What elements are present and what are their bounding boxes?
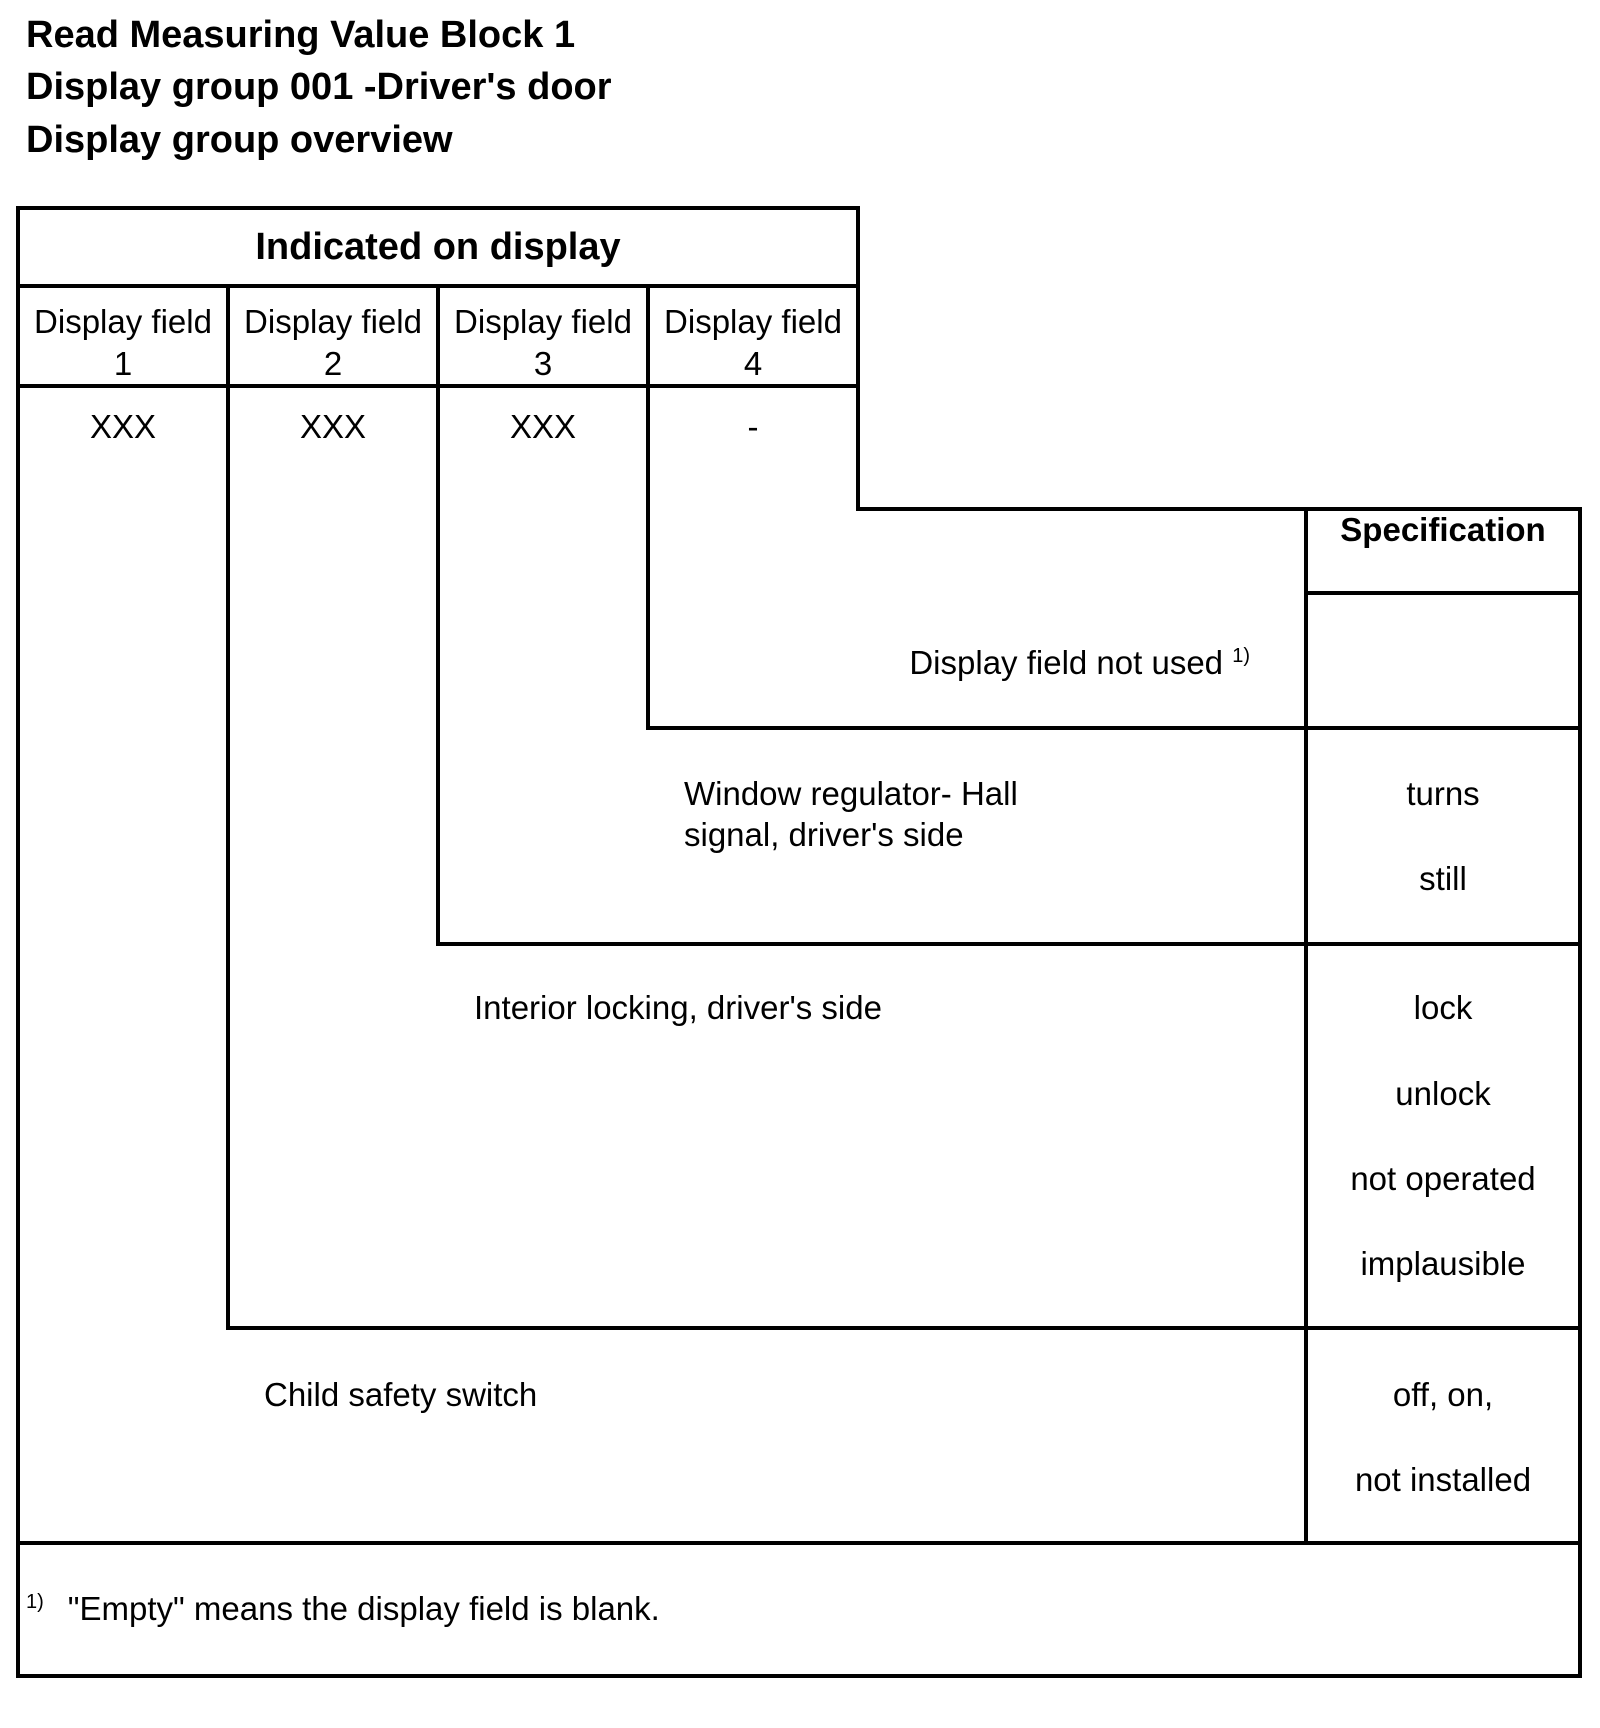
document-title-line-1: Read Measuring Value Block 1 [26,14,576,56]
display-field-2-label: Display field [244,303,422,340]
table-divider [226,1326,1582,1330]
display-field-1-number: 1 [113,345,133,382]
display-field-3-value: XXX [509,408,577,445]
spec-not-installed: not installed [1354,1461,1532,1498]
footnote: 1) "Empty" means the display field is bla… [26,1592,660,1625]
table-divider [646,284,650,730]
table-divider [1304,507,1308,1545]
display-field-4-label: Display field [664,303,842,340]
footnote-marker: 1) [1232,645,1250,667]
specification-header: Specification [1340,511,1546,548]
display-field-1-label: Display field [34,303,212,340]
row-window-regulator-description-line-1: Window regulator- Hall [684,775,1018,812]
row-interior-locking-description: Interior locking, driver's side [474,989,882,1026]
spec-off-on: off, on, [1392,1376,1494,1413]
display-field-2-value: XXX [299,408,367,445]
spec-still: still [1419,860,1467,897]
table-divider [1304,591,1582,595]
table-border [16,206,20,1678]
table-border [1578,507,1582,1678]
table-divider [436,284,440,946]
spec-unlock: unlock [1395,1075,1491,1112]
table-border [16,206,860,210]
spec-implausible: implausible [1360,1245,1526,1282]
table-header: Indicated on display [255,226,621,268]
display-field-3-label: Display field [454,303,632,340]
row-window-regulator-description-line-2: signal, driver's side [684,816,964,853]
display-field-1-value: XXX [89,408,157,445]
spec-lock: lock [1413,989,1473,1026]
display-field-4-number: 4 [743,345,763,382]
footnote-marker: 1) [26,1591,44,1613]
table-border [856,206,860,511]
row-child-safety-switch-description: Child safety switch [264,1376,538,1413]
table-border [16,1674,1582,1678]
spec-not-operated: not operated [1350,1160,1536,1197]
table-divider [646,726,1582,730]
table-divider [16,1541,1582,1545]
spec-turns: turns [1406,775,1480,812]
table-divider [436,942,1582,946]
row-display-field-not-used-text: Display field not used [909,644,1224,681]
display-field-4-value: - [747,408,759,445]
document-title-line-2: Display group 001 -Driver's door [26,66,612,108]
footnote-text: "Empty" means the display field is blank… [67,1590,660,1627]
table-divider [226,284,230,1330]
document-title-line-3: Display group overview [26,119,453,161]
table-border [856,507,1582,511]
display-field-2-number: 2 [323,345,343,382]
row-display-field-not-used-description: Display field not used 1) [909,646,1250,679]
display-field-3-number: 3 [533,345,553,382]
